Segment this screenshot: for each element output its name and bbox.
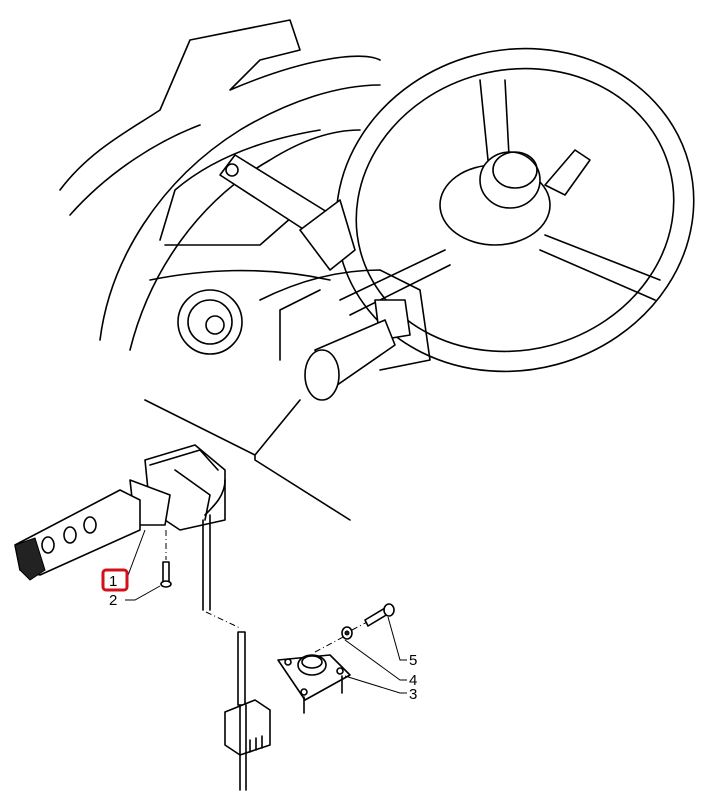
callout-1[interactable]: 1 — [109, 573, 117, 590]
callout-3[interactable]: 3 — [409, 686, 417, 703]
callout-2[interactable]: 2 — [109, 592, 117, 609]
callout-5[interactable]: 5 — [409, 652, 417, 669]
bracket-part-3 — [277, 654, 351, 714]
dashboard — [59, 19, 431, 371]
callout-4[interactable]: 4 — [409, 672, 417, 689]
washer-part-4 — [341, 626, 353, 640]
assembly-line — [314, 617, 376, 653]
callout-highlight-1 — [101, 568, 129, 592]
callout-leaders — [125, 529, 407, 694]
combination-switch — [14, 444, 226, 611]
inset-leader-lines — [144, 399, 351, 521]
bolt-part-5 — [364, 603, 395, 627]
dashboard-levers — [219, 154, 411, 401]
steering-wheel — [335, 47, 695, 373]
connector-rod — [205, 611, 271, 791]
screw-part-2 — [160, 561, 172, 588]
